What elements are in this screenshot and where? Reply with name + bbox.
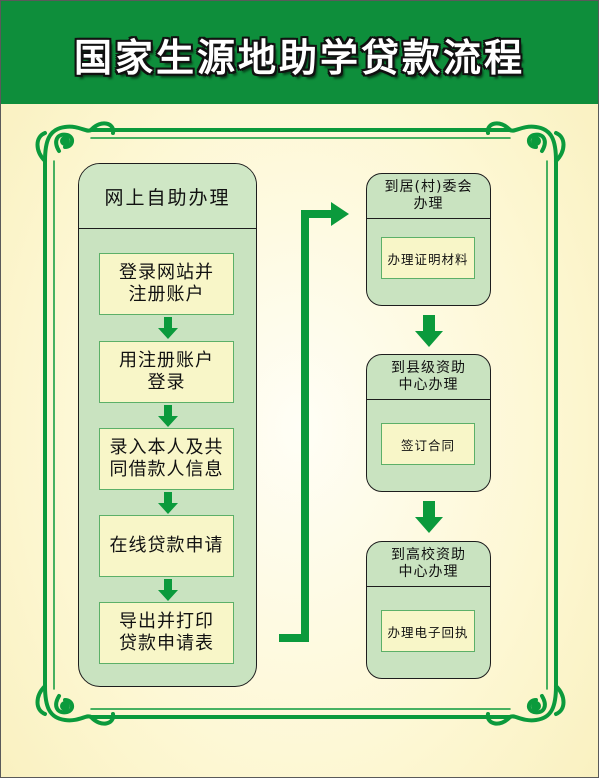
page-title: 国家生源地助学贷款流程: [73, 36, 525, 80]
corner-ornament-icon: [35, 121, 116, 163]
step-enter-borrower-info: 录入本人及共 同借款人信息: [99, 428, 234, 490]
office-title: 到居(村)委会 办理: [367, 174, 490, 219]
arrow-down-icon: [158, 579, 178, 601]
step-login: 用注册账户 登录: [99, 341, 234, 403]
header-banner: 国家生源地助学贷款流程: [1, 1, 598, 104]
step-print-application-form: 导出并打印 贷款申请表: [99, 602, 234, 664]
office-title: 到高校资助 中心办理: [367, 542, 490, 587]
arrow-down-icon: [158, 317, 178, 339]
online-panel-title: 网上自助办理: [79, 164, 256, 229]
arrow-down-icon: [415, 315, 443, 347]
connector-arrow-icon: [279, 202, 349, 642]
office-task: 办理电子回执: [381, 610, 475, 652]
office-task: 签订合同: [381, 423, 475, 465]
office-task: 办理证明材料: [381, 237, 475, 279]
step-online-application: 在线贷款申请: [99, 515, 234, 577]
step-register-account: 登录网站并 注册账户: [99, 253, 234, 315]
office-title: 到县级资助 中心办理: [367, 355, 490, 400]
arrow-down-icon: [158, 492, 178, 514]
arrow-down-icon: [415, 501, 443, 533]
arrow-down-icon: [158, 405, 178, 427]
